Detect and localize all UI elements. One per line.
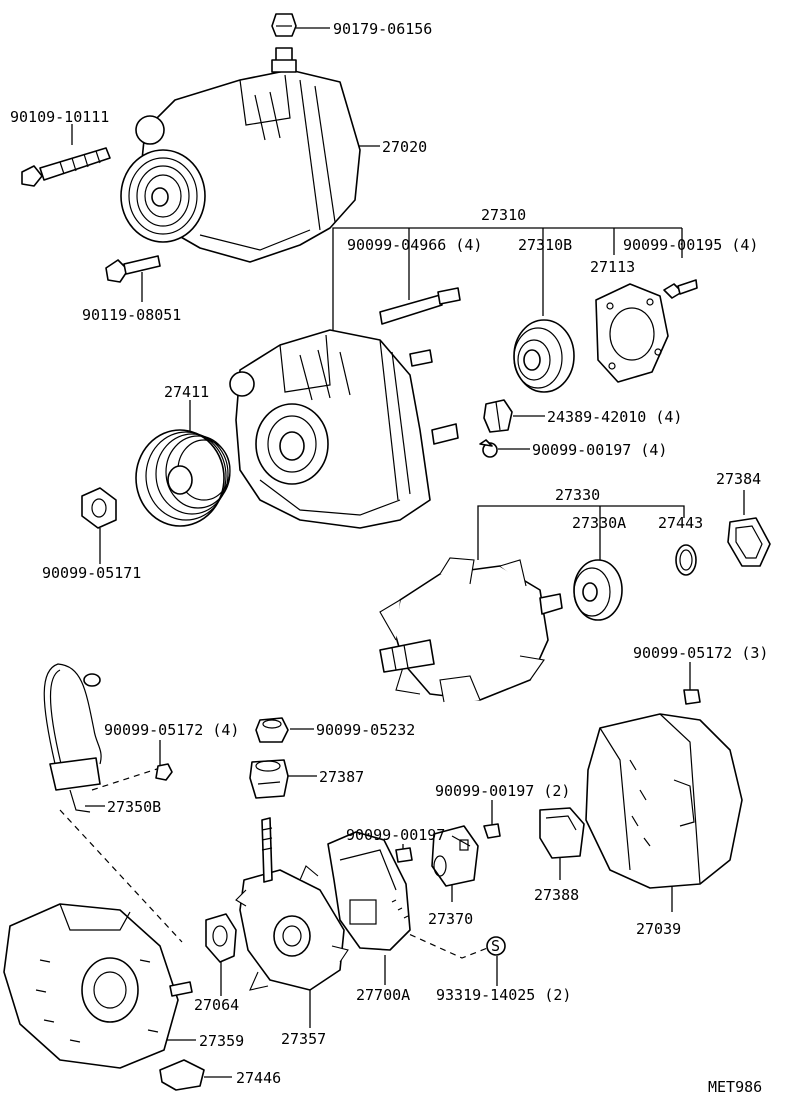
label-90099-04966: 90099-04966 (4) [347,236,482,254]
rectifier-end-frame-27359 [3,903,193,1069]
label-27113: 27113 [590,258,635,276]
insulator-27064 [205,913,237,963]
screw-90099-00197-c [395,847,413,863]
label-27357: 27357 [281,1030,326,1048]
ring-27443 [675,544,697,576]
cover-seal-27384 [727,517,771,567]
label-27384: 27384 [716,470,761,488]
label-27388: 27388 [534,886,579,904]
screw-90099-00197-b [483,823,501,839]
label-27359: 27359 [199,1032,244,1050]
label-27446: 27446 [236,1069,281,1087]
bearing-27310B [513,319,575,393]
clip-24389-42010 [483,399,513,433]
label-24389-42010: 24389-42010 (4) [547,408,682,426]
screw-90099-00195 [663,279,698,299]
label-27330: 27330 [555,486,600,504]
screw-93319-14025: S [486,936,506,956]
svg-text:S: S [491,937,500,955]
label-27443: 27443 [658,514,703,532]
label-27020: 27020 [382,138,427,156]
label-90119-08051: 90119-08051 [82,306,181,324]
nut-90099-05232 [255,717,289,743]
screw-90099-00197-a [479,439,498,458]
alternator-assembly [120,47,361,263]
terminal-insulator-27387 [249,759,289,799]
label-90099-00197-2: 90099-00197 (2) [435,782,570,800]
label-90099-05172-3: 90099-05172 (3) [633,644,768,662]
drive-end-frame-27310 [229,329,459,529]
rotor-27330 [379,557,563,703]
label-93319-14025: 93319-14025 (2) [436,986,571,1004]
label-27700A: 27700A [356,986,410,1004]
brush-holder-27370 [431,825,479,887]
label-27330A: 27330A [572,514,626,532]
nut-90179-06156 [271,13,297,37]
rear-end-cover-27039 [585,713,743,889]
label-27411: 27411 [164,383,209,401]
label-90099-00197: 90099-00197 [346,826,445,844]
bolt-90109-10111 [21,147,111,187]
retainer-plate-27113 [595,283,669,383]
part-labels: 90179-06156 90109-10111 27020 90119-0805… [10,20,768,1096]
regulator-27700A [327,831,411,951]
label-90099-05171: 90099-05171 [42,564,141,582]
pulley-27411 [135,429,231,527]
label-27039: 27039 [636,920,681,938]
rectifier-holder-27357 [235,817,349,991]
label-90109-10111: 90109-10111 [10,108,109,126]
nut-90099-05171 [81,487,117,529]
clip-27446 [159,1059,205,1091]
label-90099-05172-4: 90099-05172 (4) [104,721,239,739]
label-90179-06156: 90179-06156 [333,20,432,38]
label-27387: 27387 [319,768,364,786]
label-27310: 27310 [481,206,526,224]
label-27370: 27370 [428,910,473,928]
label-90099-00195: 90099-00195 (4) [623,236,758,254]
nut-90099-05172-4 [155,763,173,781]
nut-90099-05172-3 [683,689,701,705]
label-90099-00197-4: 90099-00197 (4) [532,441,667,459]
label-27064: 27064 [194,996,239,1014]
stud-bolt-90099-04966 [379,287,461,325]
lead-wire-27350B [43,663,102,813]
label-90099-05232: 90099-05232 [316,721,415,739]
label-27310B: 27310B [518,236,572,254]
bearing-27330A [573,559,623,621]
cover-27388 [539,807,585,859]
drawing-code: MET986 [708,1078,762,1096]
bolt-90119-08051 [105,255,161,283]
label-27350B: 27350B [107,798,161,816]
